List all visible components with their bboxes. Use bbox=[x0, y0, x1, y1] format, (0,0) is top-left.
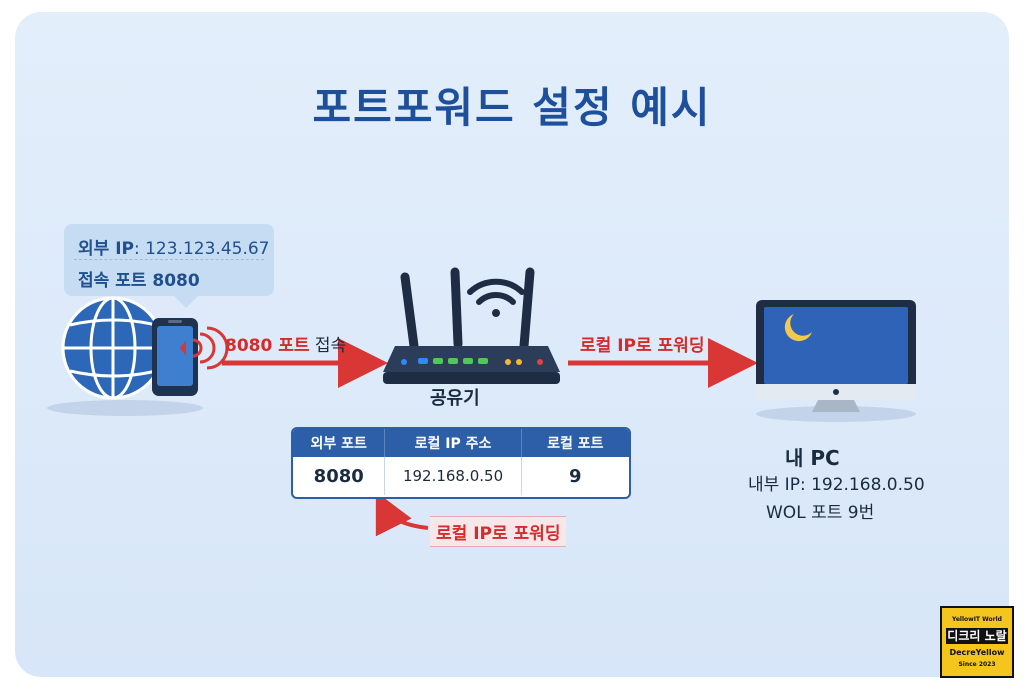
pc-label: 내 PC bbox=[785, 446, 840, 470]
pc-wol-port: WOL 포트 9번 bbox=[766, 503, 875, 523]
signal-waves-icon bbox=[180, 326, 229, 370]
external-ip-bubble: 외부 IP: 123.123.45.67 접속 포트 8080 bbox=[64, 224, 274, 308]
router-icon bbox=[383, 267, 560, 384]
diagram-title: 포트포워드 설정 예시 bbox=[312, 83, 712, 132]
table-row: 8080 192.168.0.50 9 bbox=[293, 457, 629, 495]
logo-since-text: Since 2023 bbox=[958, 661, 996, 668]
cell-local-port: 9 bbox=[569, 465, 582, 487]
cell-local-ip: 192.168.0.50 bbox=[385, 457, 522, 495]
pc-internal-ip: 내부 IP: 192.168.0.50 bbox=[748, 475, 925, 495]
phone-icon bbox=[152, 318, 198, 396]
forward-curve-arrow bbox=[375, 491, 429, 537]
globe-icon bbox=[47, 296, 203, 416]
header-local-ip: 로컬 IP 주소 bbox=[385, 429, 522, 457]
access-port-text: 접속 포트 8080 bbox=[78, 271, 200, 291]
bubble-divider bbox=[74, 259, 264, 260]
table-header: 외부 포트 로컬 IP 주소 로컬 포트 bbox=[293, 429, 629, 457]
router-label: 공유기 bbox=[430, 388, 480, 409]
logo-top-text: YellowIT World bbox=[952, 616, 1002, 623]
access-suffix: 접속 bbox=[309, 336, 347, 356]
logo-brand-text: DecreYellow bbox=[949, 648, 1005, 657]
monitor-icon bbox=[756, 300, 916, 422]
bottom-forward-label: 로컬 IP로 포워딩 bbox=[430, 516, 567, 547]
forward-arrow-label: 로컬 IP로 포워딩 bbox=[580, 336, 705, 356]
pc-info: 내부 IP: 192.168.0.50 WOL 포트 9번 bbox=[748, 470, 925, 526]
access-port-label: 8080 포트 bbox=[225, 336, 310, 356]
header-external-port: 외부 포트 bbox=[293, 429, 386, 457]
brand-logo: YellowIT World 디크리 노랄 DecreYellow Since … bbox=[940, 606, 1014, 678]
cell-external-port: 8080 bbox=[293, 457, 386, 495]
port-forward-table: 외부 포트 로컬 IP 주소 로컬 포트 8080 192.168.0.50 9 bbox=[291, 427, 631, 499]
external-ip-line: 외부 IP: 123.123.45.67 bbox=[78, 234, 270, 259]
logo-mid-text: 디크리 노랄 bbox=[946, 628, 1008, 644]
external-ip-label: 외부 IP bbox=[78, 239, 134, 259]
external-ip-value: : 123.123.45.67 bbox=[133, 239, 270, 259]
access-arrow-label: 8080 포트 접속 bbox=[225, 331, 346, 356]
bubble-tail bbox=[174, 296, 198, 308]
header-local-port: 로컬 포트 bbox=[547, 436, 604, 452]
wifi-icon bbox=[467, 278, 525, 317]
